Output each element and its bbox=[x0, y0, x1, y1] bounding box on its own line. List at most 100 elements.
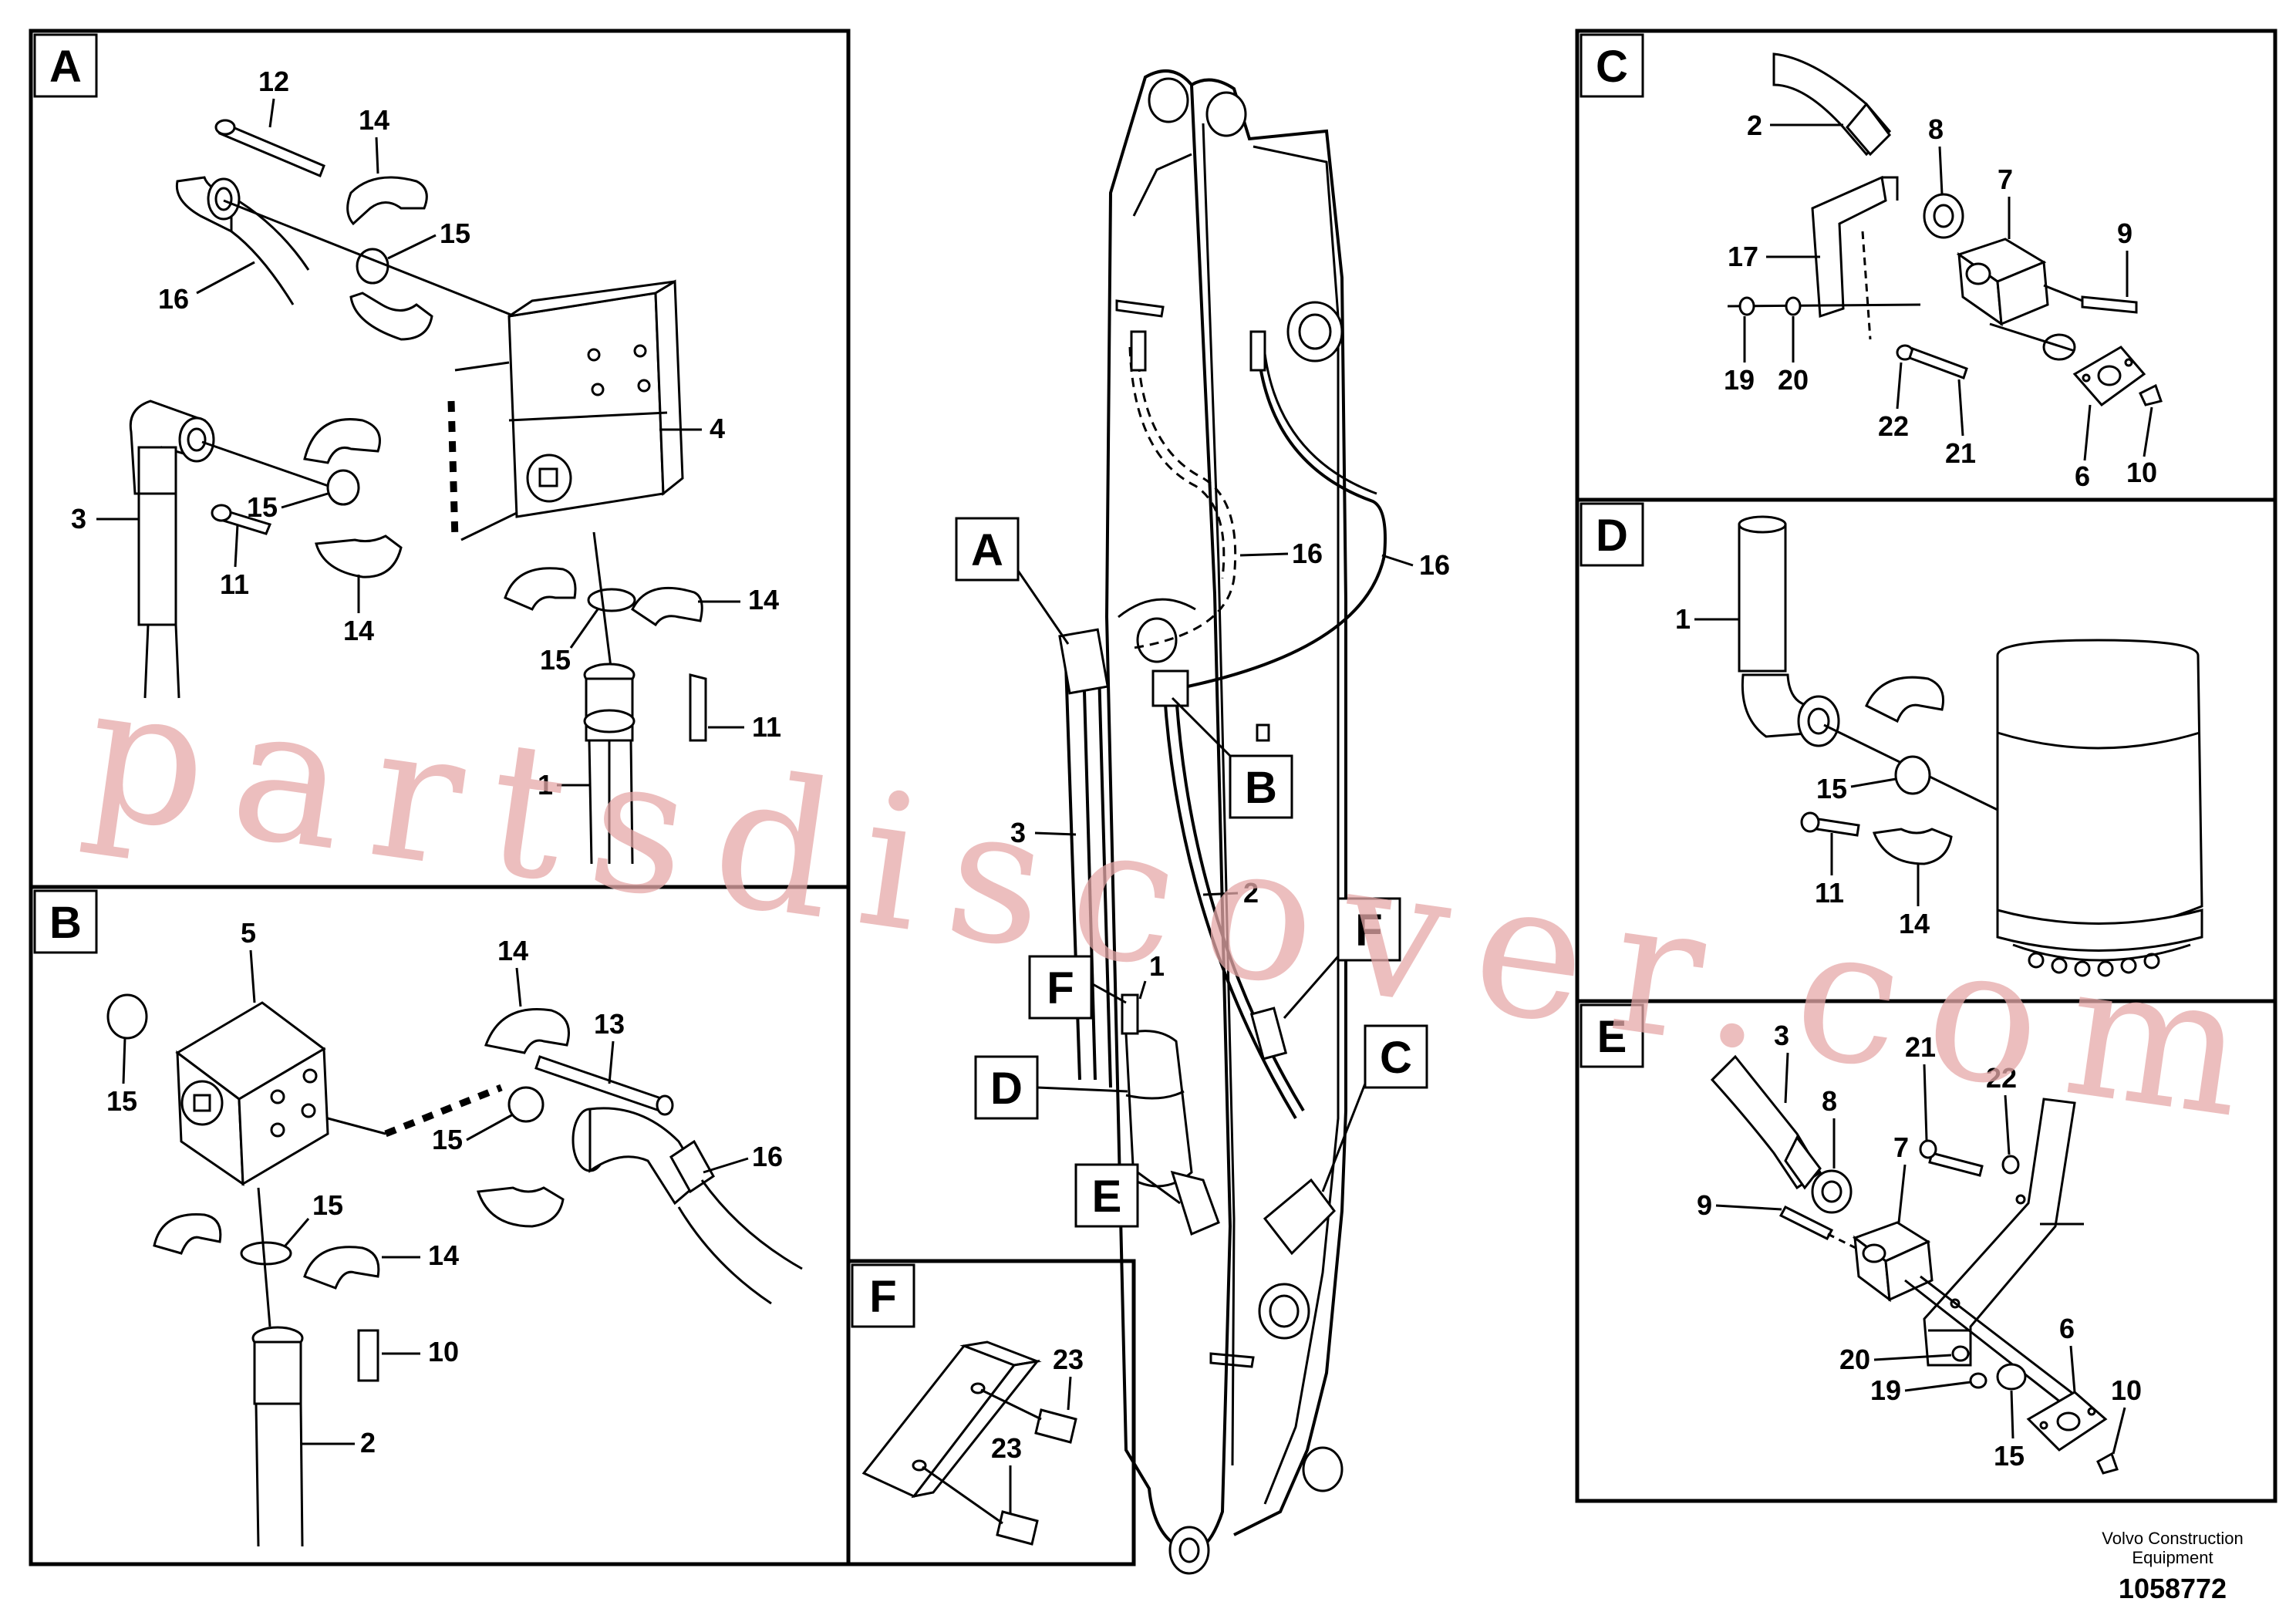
svg-text:22: 22 bbox=[1878, 410, 1909, 442]
svg-text:10: 10 bbox=[428, 1336, 459, 1367]
svg-text:14: 14 bbox=[428, 1239, 459, 1271]
svg-text:13: 13 bbox=[594, 1008, 625, 1040]
svg-text:B: B bbox=[49, 898, 82, 948]
view-b-labels: 5 15 14 13 15 16 15 14 10 2 bbox=[106, 917, 783, 1458]
svg-text:8: 8 bbox=[1928, 113, 1944, 145]
svg-text:15: 15 bbox=[1994, 1440, 2025, 1472]
svg-text:19: 19 bbox=[1724, 364, 1755, 396]
boom-callout-a: A bbox=[955, 517, 1070, 645]
svg-text:B: B bbox=[1245, 763, 1277, 813]
svg-text:1: 1 bbox=[538, 769, 553, 801]
svg-text:E: E bbox=[1092, 1172, 1122, 1222]
svg-text:3: 3 bbox=[71, 503, 86, 534]
view-f-drawing bbox=[861, 1340, 1077, 1546]
view-d-letter: D bbox=[1580, 502, 1644, 567]
view-e-frame bbox=[1575, 999, 2277, 1503]
boom-callout-b: B bbox=[1171, 696, 1293, 819]
svg-text:21: 21 bbox=[1905, 1031, 1936, 1063]
view-f-letter: F bbox=[851, 1263, 915, 1328]
svg-text:6: 6 bbox=[2059, 1313, 2075, 1344]
view-e-drawing bbox=[1710, 1054, 2119, 1475]
svg-text:A: A bbox=[971, 525, 1003, 575]
svg-text:Volvo Construction: Volvo Construction bbox=[2102, 1529, 2243, 1548]
boom-labels: 16 16 3 2 1 bbox=[1010, 538, 1450, 1000]
svg-text:6: 6 bbox=[2075, 460, 2090, 492]
svg-text:C: C bbox=[1380, 1033, 1412, 1083]
svg-text:9: 9 bbox=[1697, 1189, 1712, 1221]
svg-text:22: 22 bbox=[1986, 1062, 2017, 1094]
svg-text:7: 7 bbox=[1998, 164, 2013, 195]
svg-text:15: 15 bbox=[247, 491, 278, 523]
view-b-letter: B bbox=[33, 889, 98, 954]
svg-text:14: 14 bbox=[1899, 908, 1930, 939]
svg-text:4: 4 bbox=[710, 413, 725, 444]
svg-text:Equipment: Equipment bbox=[2132, 1548, 2213, 1567]
view-c-drawing bbox=[1727, 52, 2163, 407]
view-d-labels: 1 15 11 14 bbox=[1675, 603, 1930, 939]
svg-text:15: 15 bbox=[432, 1124, 463, 1155]
svg-text:16: 16 bbox=[158, 283, 189, 315]
boom-callout-d: D bbox=[974, 1055, 1128, 1120]
svg-text:C: C bbox=[1596, 42, 1628, 92]
svg-text:D: D bbox=[1596, 511, 1628, 561]
svg-text:16: 16 bbox=[1292, 538, 1323, 569]
boom-drawing bbox=[1058, 69, 1387, 1575]
view-b-drawing bbox=[106, 993, 803, 1547]
svg-text:10: 10 bbox=[2126, 457, 2157, 488]
view-f-frame bbox=[846, 1259, 1136, 1566]
svg-text:F: F bbox=[1355, 905, 1382, 956]
svg-text:E: E bbox=[1597, 1012, 1627, 1062]
svg-text:11: 11 bbox=[752, 711, 781, 743]
view-b-frame bbox=[29, 885, 851, 1566]
svg-text:14: 14 bbox=[748, 584, 779, 615]
svg-text:2: 2 bbox=[1747, 110, 1762, 141]
svg-text:14: 14 bbox=[359, 104, 389, 136]
svg-text:12: 12 bbox=[258, 66, 289, 97]
svg-text:15: 15 bbox=[106, 1085, 137, 1117]
svg-text:A: A bbox=[49, 42, 82, 92]
svg-text:10: 10 bbox=[2111, 1374, 2142, 1406]
view-a-letter: A bbox=[33, 33, 98, 98]
svg-text:20: 20 bbox=[1839, 1344, 1870, 1375]
svg-text:19: 19 bbox=[1870, 1374, 1901, 1406]
view-a-drawing bbox=[129, 119, 707, 865]
view-c-labels: 2 8 7 9 17 19 20 22 21 6 10 bbox=[1724, 110, 2157, 492]
view-c-letter: C bbox=[1580, 33, 1644, 98]
svg-text:11: 11 bbox=[1815, 877, 1844, 909]
svg-text:15: 15 bbox=[540, 644, 571, 676]
svg-text:7: 7 bbox=[1893, 1131, 1909, 1163]
view-c-frame bbox=[1575, 29, 2277, 502]
svg-text:2: 2 bbox=[360, 1427, 376, 1458]
footer: Volvo Construction Equipment 1058772 bbox=[2102, 1529, 2243, 1604]
svg-text:14: 14 bbox=[497, 935, 528, 966]
view-a-labels: 12 14 15 16 4 3 15 11 14 15 14 11 1 bbox=[71, 66, 781, 801]
svg-text:1: 1 bbox=[1675, 603, 1691, 635]
svg-text:1: 1 bbox=[1149, 950, 1165, 982]
view-d-drawing bbox=[1738, 515, 2203, 977]
svg-text:15: 15 bbox=[440, 218, 470, 249]
svg-text:16: 16 bbox=[1419, 549, 1450, 581]
boom-callout-f-right: F bbox=[1283, 897, 1401, 1019]
svg-text:D: D bbox=[990, 1064, 1023, 1114]
view-f-labels: 23 23 bbox=[991, 1344, 1084, 1513]
boom-callout-f-left: F bbox=[1028, 955, 1127, 1020]
boom-callout-c: C bbox=[1321, 1024, 1428, 1192]
svg-text:3: 3 bbox=[1774, 1020, 1789, 1051]
svg-text:21: 21 bbox=[1945, 437, 1976, 469]
svg-text:15: 15 bbox=[312, 1189, 343, 1221]
svg-text:15: 15 bbox=[1816, 773, 1847, 804]
boom-callout-e: E bbox=[1074, 1163, 1181, 1228]
view-e-labels: 3 8 7 21 22 9 20 19 6 15 10 bbox=[1697, 1020, 2142, 1472]
svg-text:11: 11 bbox=[220, 568, 249, 600]
svg-text:1058772: 1058772 bbox=[2119, 1573, 2227, 1604]
svg-text:8: 8 bbox=[1822, 1085, 1837, 1117]
svg-text:9: 9 bbox=[2117, 218, 2132, 249]
svg-text:14: 14 bbox=[343, 615, 374, 646]
svg-text:16: 16 bbox=[752, 1141, 783, 1172]
svg-text:2: 2 bbox=[1243, 877, 1259, 909]
svg-text:3: 3 bbox=[1010, 817, 1026, 848]
svg-text:5: 5 bbox=[241, 917, 256, 949]
svg-text:23: 23 bbox=[1053, 1344, 1084, 1375]
svg-text:F: F bbox=[869, 1272, 896, 1322]
